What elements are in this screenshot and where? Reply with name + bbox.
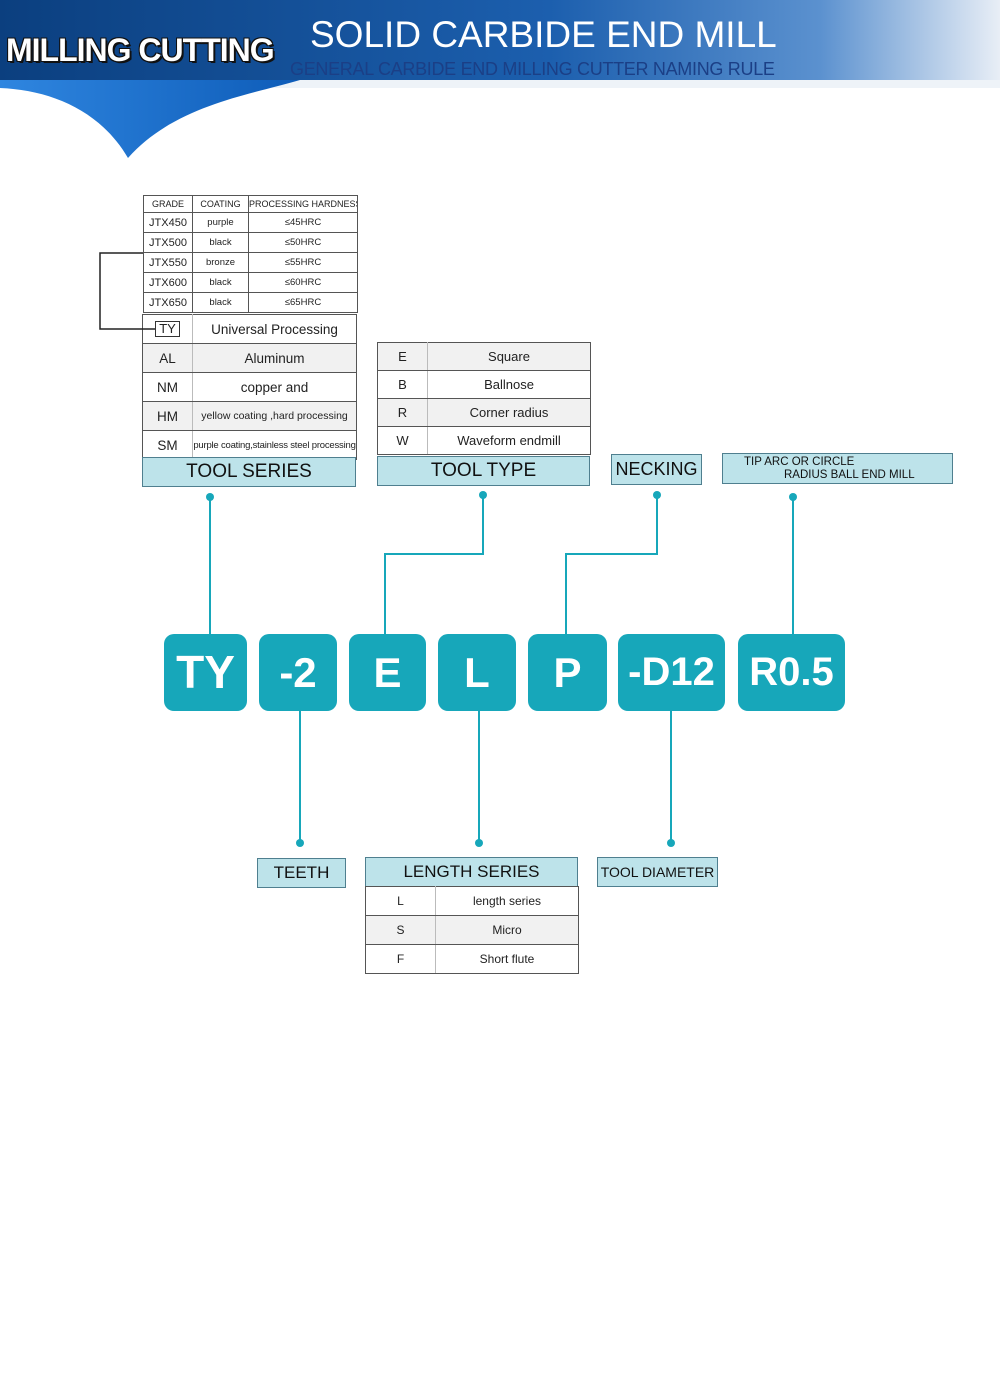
hardness-cell: ≤45HRC	[248, 212, 358, 233]
length-series-code: L	[365, 886, 436, 916]
code-part-necking: P	[528, 634, 607, 711]
grade-table-header: GRADE COATING PROCESSING HARDNESS	[143, 195, 358, 213]
tool-type-code: W	[377, 426, 428, 455]
tool-type-row: R Corner radius	[377, 398, 591, 427]
page-title: SOLID CARBIDE END MILL	[310, 14, 777, 55]
hardness-cell: ≤65HRC	[248, 292, 358, 313]
tool-type-row: B Ballnose	[377, 370, 591, 399]
grade-row: JTX550 bronze ≤55HRC	[143, 252, 358, 273]
tool-type-desc: Corner radius	[427, 398, 591, 427]
grade-row: JTX650 black ≤65HRC	[143, 292, 358, 313]
coating-cell: bronze	[192, 252, 249, 273]
hardness-cell: ≤50HRC	[248, 232, 358, 253]
tool-series-desc: copper and	[192, 372, 357, 402]
tool-series-table: TY Universal Processing AL Aluminum NM c…	[142, 314, 357, 460]
tool-type-code: B	[377, 370, 428, 399]
length-series-code: F	[365, 944, 436, 974]
tool-series-code: NM	[142, 372, 193, 402]
tip-arc-line2: RADIUS BALL END MILL	[784, 469, 915, 481]
tool-series-desc: purple coating,stainless steel processin…	[192, 430, 357, 460]
necking-label: NECKING	[611, 454, 702, 485]
grade-header: GRADE	[143, 195, 193, 213]
tool-series-code: TY	[142, 314, 193, 344]
tool-series-code: SM	[142, 430, 193, 460]
grade-cell: JTX450	[143, 212, 193, 233]
length-series-row: S Micro	[365, 915, 579, 945]
tool-series-row: AL Aluminum	[142, 343, 357, 373]
code-part-diameter: -D12	[618, 634, 725, 711]
hardness-header: PROCESSING HARDNESS	[248, 195, 358, 213]
tool-series-code: HM	[142, 401, 193, 431]
grade-row: JTX450 purple ≤45HRC	[143, 212, 358, 233]
code-part-series: TY	[164, 634, 247, 711]
tool-type-code: R	[377, 398, 428, 427]
tool-type-table: E Square B Ballnose R Corner radius W Wa…	[377, 342, 591, 455]
hardness-cell: ≤60HRC	[248, 272, 358, 293]
tool-type-desc: Ballnose	[427, 370, 591, 399]
tool-series-row: NM copper and	[142, 372, 357, 402]
tool-type-label: TOOL TYPE	[377, 456, 590, 486]
grade-table: GRADE COATING PROCESSING HARDNESS JTX450…	[143, 195, 358, 313]
tool-diameter-label: TOOL DIAMETER	[597, 857, 718, 887]
grade-cell: JTX550	[143, 252, 193, 273]
length-series-row: F Short flute	[365, 944, 579, 974]
coating-header: COATING	[192, 195, 249, 213]
grade-cell: JTX650	[143, 292, 193, 313]
grade-row: JTX500 black ≤50HRC	[143, 232, 358, 253]
tool-series-desc: Universal Processing	[192, 314, 357, 344]
length-series-desc: Short flute	[435, 944, 579, 974]
tool-type-desc: Square	[427, 342, 591, 371]
tool-type-row: W Waveform endmill	[377, 426, 591, 455]
page-subtitle: GENERAL CARBIDE END MILLING CUTTER NAMIN…	[290, 59, 775, 79]
tool-type-row: E Square	[377, 342, 591, 371]
coating-cell: black	[192, 232, 249, 253]
code-part-radius: R0.5	[738, 634, 845, 711]
tool-series-row: SM purple coating,stainless steel proces…	[142, 430, 357, 460]
coating-cell: black	[192, 272, 249, 293]
tip-arc-line1: TIP ARC OR CIRCLE	[744, 456, 855, 468]
coating-cell: purple	[192, 212, 249, 233]
teeth-label: TEETH	[257, 858, 346, 888]
milling-cutting-badge: MILLING CUTTING	[6, 32, 275, 68]
tool-series-row: TY Universal Processing	[142, 314, 357, 344]
coating-cell: black	[192, 292, 249, 313]
tool-type-code: E	[377, 342, 428, 371]
length-series-desc: length series	[435, 886, 579, 916]
tool-series-code: AL	[142, 343, 193, 373]
header-banner	[0, 0, 1000, 158]
tool-series-desc: Aluminum	[192, 343, 357, 373]
length-series-table: L length series S Micro F Short flute	[365, 886, 579, 974]
tool-type-desc: Waveform endmill	[427, 426, 591, 455]
length-series-label: LENGTH SERIES	[365, 857, 578, 887]
tip-arc-label: TIP ARC OR CIRCLE RADIUS BALL END MILL	[722, 453, 953, 484]
length-series-row: L length series	[365, 886, 579, 916]
hardness-cell: ≤55HRC	[248, 252, 358, 273]
length-series-desc: Micro	[435, 915, 579, 945]
code-part-length: L	[438, 634, 516, 711]
grade-cell: JTX500	[143, 232, 193, 253]
code-part-type: E	[349, 634, 426, 711]
length-series-code: S	[365, 915, 436, 945]
tool-series-label: TOOL SERIES	[142, 457, 356, 487]
tool-series-desc: yellow coating ,hard processing	[192, 401, 357, 431]
tool-series-row: HM yellow coating ,hard processing	[142, 401, 357, 431]
grade-row: JTX600 black ≤60HRC	[143, 272, 358, 293]
grade-cell: JTX600	[143, 272, 193, 293]
code-part-teeth: -2	[259, 634, 337, 711]
